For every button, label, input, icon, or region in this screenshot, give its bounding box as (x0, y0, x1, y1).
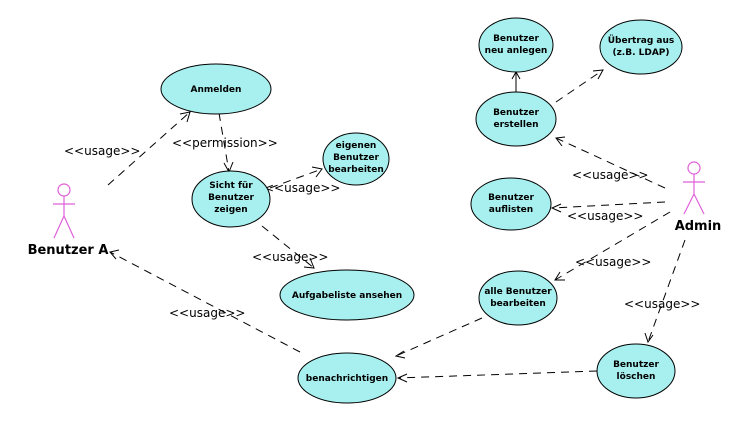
use-case-label: Übertrag aus (608, 35, 675, 46)
arrowhead (644, 332, 654, 344)
use-case-label: Benutzer (333, 153, 379, 163)
edge-sicht-aufgabeliste (261, 225, 315, 269)
arrowhead (394, 350, 406, 359)
use-case-aufgabeliste[interactable]: Aufgabeliste ansehen (279, 269, 415, 321)
arrowhead (109, 249, 120, 260)
use-case-label: alle Benutzer (484, 287, 552, 297)
use-case-label: eigenen (336, 141, 377, 151)
stick-figure-icon (53, 183, 75, 239)
use-case-label: Benutzer (493, 108, 539, 118)
stick-figure-icon (683, 161, 705, 215)
use-case-label: benachrichtigen (306, 374, 388, 384)
edge-loeschen-benachrichtigen (397, 370, 598, 379)
arrowhead (179, 111, 191, 123)
use-case-label: auflisten (489, 205, 533, 215)
label-usage-sicht-aufgabeliste: <<usage>> (252, 250, 328, 264)
use-case-label: Aufgabeliste ansehen (292, 291, 402, 301)
label-usage-admin-erstellen: <<usage>> (572, 168, 648, 182)
actor-name: Admin (675, 219, 722, 234)
use-case-label: Benutzer (208, 193, 254, 203)
arrowhead (396, 373, 408, 383)
use-case-label: Sicht für (209, 181, 253, 191)
label-usage-sicht-eigenen: <<usage>> (264, 181, 340, 195)
use-case-label: löschen (617, 372, 656, 382)
use-case-label: Benutzer (613, 360, 659, 370)
arrowhead (303, 257, 315, 269)
use-case-label: Benutzer (493, 34, 539, 44)
label-usage-benachrichtigen: <<usage>> (169, 306, 245, 320)
use-case-label: bearbeiten (490, 299, 546, 309)
edge-admin-erstellen (555, 137, 666, 189)
actor-admin[interactable]: Admin (675, 161, 722, 234)
label-usage-admin-loeschen: <<usage>> (624, 297, 700, 311)
use-case-loeschen[interactable]: Benutzer löschen (596, 343, 676, 399)
arrowhead (550, 203, 562, 213)
use-case-label: erstellen (494, 120, 539, 130)
edge-admin-auflisten (551, 201, 666, 209)
arrowhead (555, 136, 566, 147)
use-case-label: (z.B. LDAP) (612, 48, 669, 58)
label-usage-admin-allebearbeiten: <<usage>> (575, 255, 651, 269)
use-case-neu-anlegen[interactable]: Benutzer neu anlegen (478, 17, 554, 73)
use-case-uebertrag[interactable]: Übertrag aus (z.B. LDAP) (599, 19, 683, 75)
edge-anmelden-sicht (218, 112, 230, 173)
actor-benutzer-a[interactable]: Benutzer A (28, 183, 109, 258)
use-case-alle-bearbeiten[interactable]: alle Benutzer bearbeiten (478, 270, 558, 326)
use-case-auflisten[interactable]: Benutzer auflisten (470, 177, 552, 231)
edge-benachrichtigen-benutzera (109, 251, 301, 353)
use-case-benachrichtigen[interactable]: benachrichtigen (297, 352, 397, 404)
arrowhead (554, 271, 565, 281)
use-case-label: neu anlegen (485, 46, 548, 56)
edge-allebearbeiten-benachrichtigen (395, 317, 483, 357)
use-case-anmelden[interactable]: Anmelden (160, 63, 272, 115)
use-case-label: Benutzer (488, 193, 534, 203)
use-case-label: zeigen (214, 205, 247, 215)
arrowhead (311, 166, 323, 178)
arrowhead (592, 69, 604, 80)
arrowhead (223, 161, 234, 174)
label-usage-admin-auflisten: <<usage>> (567, 209, 643, 223)
use-case-eigenen-bearbeiten[interactable]: eigenen Benutzer bearbeiten (322, 132, 390, 186)
label-permission: <<permission>> (172, 136, 278, 150)
edge-erstellen-uebertrag (555, 69, 604, 103)
label-usage-benutzera-anmelden: <<usage>> (64, 144, 140, 158)
use-case-erstellen[interactable]: Benutzer erstellen (475, 91, 557, 147)
edges (107, 69, 686, 383)
stereotype-labels: <<usage>> <<permission>> <<usage>> <<usa… (64, 136, 700, 320)
edge-admin-loeschen (647, 239, 686, 343)
use-case-label: Anmelden (191, 85, 242, 95)
use-case-sicht-zeigen[interactable]: Sicht für Benutzer zeigen (191, 170, 271, 228)
use-case-label: bearbeiten (328, 165, 384, 175)
edge-benutzera-anmelden (107, 111, 191, 186)
edge-sicht-eigenen (269, 168, 323, 189)
actor-name: Benutzer A (28, 243, 109, 258)
